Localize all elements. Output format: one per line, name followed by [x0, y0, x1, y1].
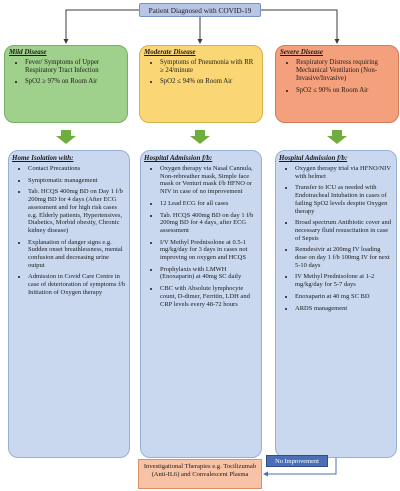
- moderate-admission-item: Oxygen therapy via Nasal Cannula, Non-re…: [160, 165, 258, 196]
- down-arrow-icon: [56, 130, 76, 144]
- severe-admission-title: Hospital Admission f/b:: [279, 154, 348, 162]
- moderate-hospital-admission-box: Hospital Admission f/b: Oxygen therapy v…: [140, 150, 262, 458]
- severe-item: Respiratory Distress requiring Mechanica…: [296, 59, 394, 84]
- connector-to-mild: [63, 9, 139, 44]
- moderate-item: SpO2 ≤ 94% on Room Air: [160, 78, 258, 86]
- moderate-admission-item: Prophylaxis with LMWH (Enoxaparin) at 40…: [160, 266, 258, 281]
- moderate-item: Symptoms of Pneumonia with RR ≥ 24/minut…: [160, 59, 258, 75]
- moderate-disease-box: Moderate Disease Symptoms of Pneumonia w…: [139, 45, 263, 123]
- home-isolation-item: Admission in Covid Care Centre in case o…: [28, 273, 126, 296]
- moderate-admission-title: Hospital Admission f/b:: [144, 154, 213, 162]
- severe-item: SpO2 ≤ 90% on Room Air: [296, 87, 394, 95]
- mild-item: Fever/ Symptoms of Upper Respiratory Tra…: [25, 59, 123, 75]
- severe-disease-box: Severe Disease Respiratory Distress requ…: [275, 45, 399, 123]
- severe-hospital-admission-box: Hospital Admission f/b: Oxygen therapy t…: [275, 150, 397, 458]
- home-isolation-title: Home Isolation with:: [12, 154, 74, 162]
- home-isolation-item: Explanation of danger signs e.g. Sudden …: [28, 239, 126, 270]
- moderate-title: Moderate Disease: [144, 48, 196, 56]
- no-improvement-label: No Improvement: [266, 455, 328, 467]
- mild-item: SpO2 ≥ 97% on Room Air: [25, 78, 123, 86]
- home-isolation-item: Tab. HCQS 400mg BD on Day 1 f/b 200mg BD…: [28, 188, 126, 234]
- severe-title: Severe Disease: [280, 48, 323, 56]
- mild-disease-box: Mild Disease Fever/ Symptoms of Upper Re…: [4, 45, 128, 123]
- moderate-admission-item: I/V Methyl Prednisolone at 0.5-1 mg/kg/d…: [160, 239, 258, 262]
- moderate-admission-item: Tab. HCQS 400mg BD on day 1 f/b 200mg BD…: [160, 212, 258, 235]
- investigational-therapies-box: Investigational Therapies e.g. Tocilizum…: [138, 459, 262, 489]
- moderate-admission-item: CBC with Absolute lymphocyte count, D-di…: [160, 285, 258, 308]
- mild-title: Mild Disease: [9, 48, 47, 56]
- severe-admission-item: IV Methyl Prednisolone at 1-2 mg/kg/day …: [295, 273, 393, 288]
- moderate-admission-item: 12 Lead ECG for all cases: [160, 200, 258, 208]
- home-isolation-box: Home Isolation with: Contact Precautions…: [8, 150, 130, 458]
- down-arrow-icon: [190, 130, 210, 144]
- connector-to-severe: [261, 9, 340, 44]
- diagnosis-box: Patient Diagnosed with COVID-19: [139, 3, 261, 17]
- severe-admission-item: ARDS management: [295, 305, 393, 313]
- down-arrow-icon: [327, 130, 347, 144]
- home-isolation-item: Contact Precautions: [28, 165, 126, 173]
- severe-admission-item: Broad spectrum Antibiotic cover and nece…: [295, 219, 393, 242]
- severe-admission-item: Oxygen therapy trial via HFNO/NIV with h…: [295, 165, 393, 180]
- severe-admission-item: Enoxaparin at 40 mg SC BD: [295, 293, 393, 301]
- home-isolation-item: Symptomatic management: [28, 177, 126, 185]
- severe-admission-item: Transfer to ICU as needed with Endotrach…: [295, 184, 393, 215]
- severe-admission-item: Remdesivir at 200mg IV loading dose on d…: [295, 246, 393, 269]
